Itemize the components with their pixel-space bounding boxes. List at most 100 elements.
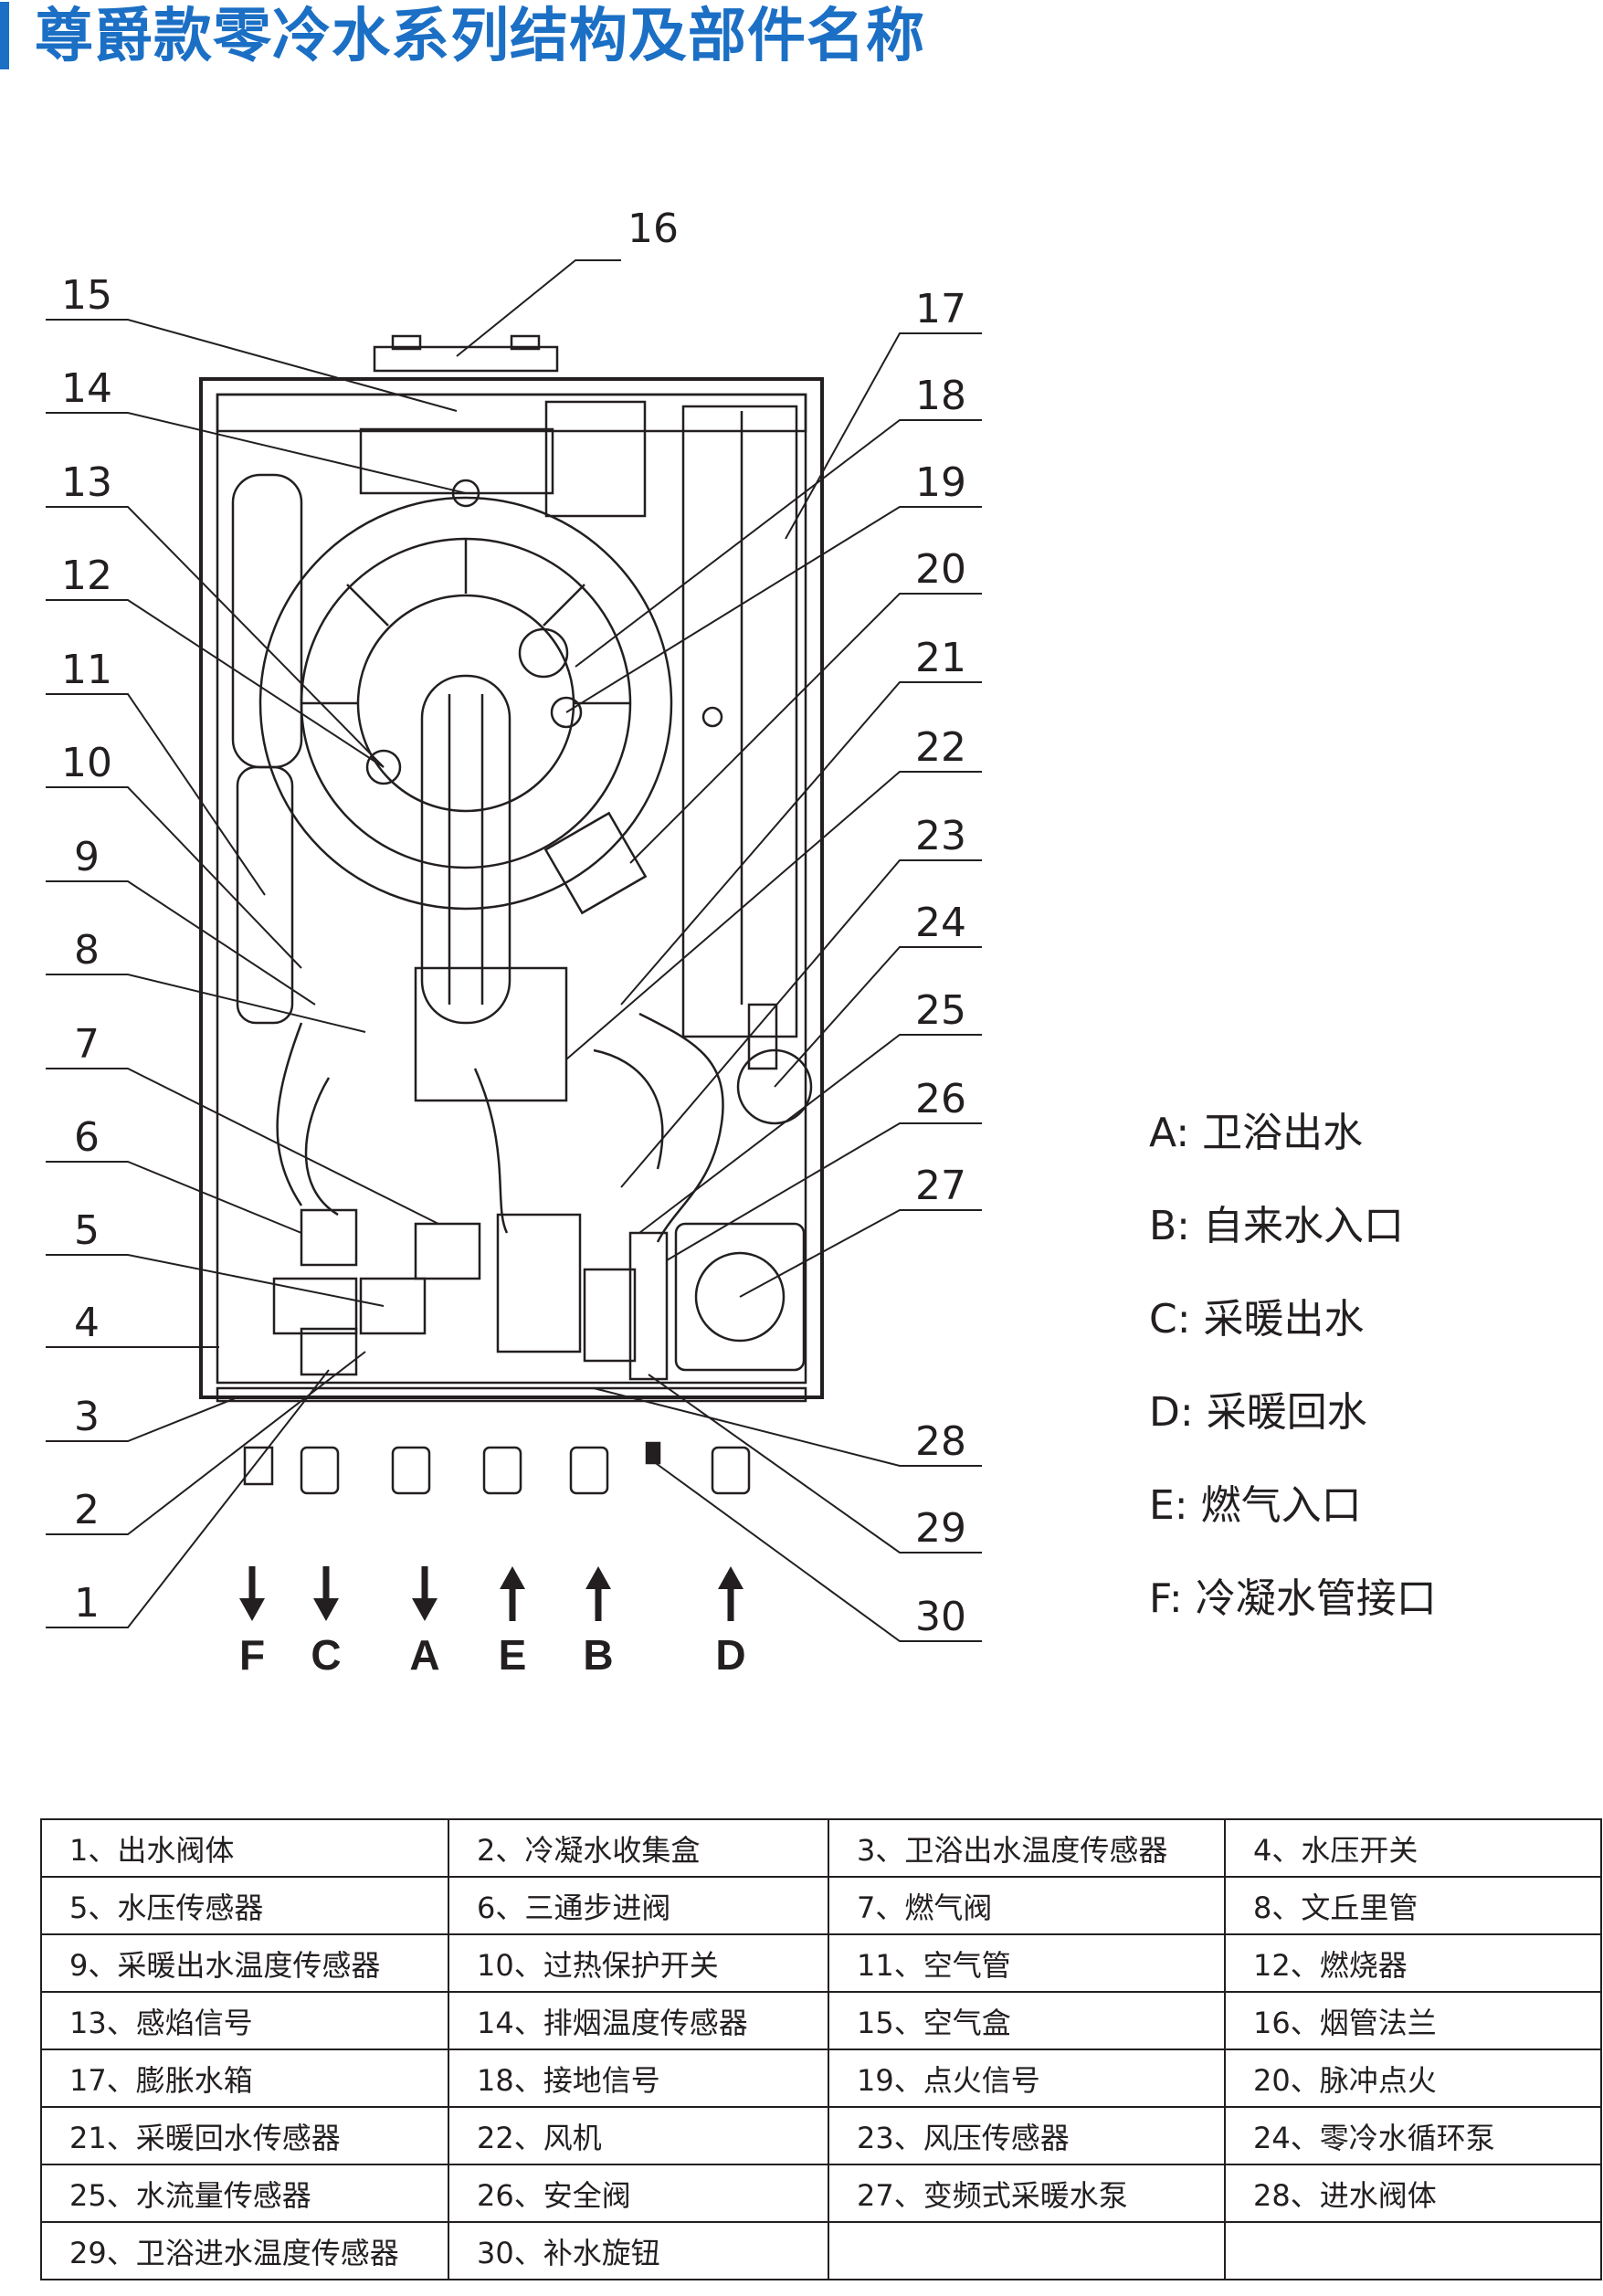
table-cell: 23、风压传感器 bbox=[828, 2106, 1226, 2165]
callout-10: 10 bbox=[61, 740, 112, 786]
heating-pump bbox=[674, 1222, 806, 1372]
flow-letter-b: B bbox=[583, 1631, 613, 1679]
arrow-up-icon bbox=[500, 1566, 525, 1621]
callout-2: 2 bbox=[74, 1487, 100, 1533]
callout-18: 18 bbox=[915, 373, 966, 419]
flow-letter-d: D bbox=[715, 1631, 745, 1679]
table-cell: 5、水压传感器 bbox=[40, 1876, 449, 1935]
table-cell: 27、变频式采暖水泵 bbox=[828, 2164, 1226, 2223]
table-cell: 22、风机 bbox=[448, 2106, 829, 2165]
boiler-casing bbox=[199, 377, 824, 1399]
expansion-tank bbox=[681, 405, 798, 1038]
callout-leaders bbox=[46, 259, 982, 1642]
legend-item-a: A: 卫浴出水 bbox=[1149, 1110, 1364, 1156]
callout-27: 27 bbox=[915, 1163, 966, 1209]
callout-24: 24 bbox=[915, 900, 966, 946]
flue-flange bbox=[373, 345, 559, 373]
table-cell: 6、三通步进阀 bbox=[448, 1876, 829, 1935]
callout-4: 4 bbox=[74, 1300, 100, 1346]
callout-9: 9 bbox=[74, 834, 100, 880]
callout-14: 14 bbox=[61, 365, 112, 412]
arrow-up-icon bbox=[718, 1566, 743, 1621]
callout-26: 26 bbox=[915, 1076, 966, 1122]
callout-12: 12 bbox=[61, 553, 112, 599]
arrow-down-icon bbox=[412, 1566, 438, 1621]
flow-letter-c: C bbox=[311, 1631, 341, 1679]
flow-arrows bbox=[239, 1566, 743, 1621]
left-callouts: 15 14 13 12 11 10 9 8 7 6 5 4 3 2 1 bbox=[61, 272, 112, 1627]
callout-5: 5 bbox=[74, 1207, 100, 1254]
table-cell: 20、脉冲点火 bbox=[1224, 2048, 1602, 2108]
callout-23: 23 bbox=[915, 813, 966, 859]
parts-table: 1、出水阀体 2、冷凝水收集盒 3、卫浴出水温度传感器 4、水压开关 5、水压传… bbox=[40, 1818, 1602, 2280]
boiler-drawing bbox=[199, 334, 824, 1495]
callout-13: 13 bbox=[61, 459, 112, 506]
table-cell: 25、水流量传感器 bbox=[40, 2164, 449, 2223]
legend-item-d: D: 采暖回水 bbox=[1149, 1389, 1367, 1436]
callout-17: 17 bbox=[915, 286, 966, 332]
legend-item-e: E: 燃气入口 bbox=[1149, 1482, 1362, 1529]
callout-19: 19 bbox=[915, 459, 966, 506]
table-cell: 16、烟管法兰 bbox=[1224, 1991, 1602, 2050]
table-cell: 14、排烟温度传感器 bbox=[448, 1991, 829, 2050]
right-callouts: 17 18 19 20 21 22 23 24 25 26 27 28 29 3… bbox=[915, 286, 966, 1640]
table-cell: 29、卫浴进水温度传感器 bbox=[40, 2221, 449, 2280]
table-row: 21、采暖回水传感器 22、风机 23、风压传感器 24、零冷水循环泵 bbox=[40, 2106, 1602, 2165]
fan bbox=[414, 966, 568, 1102]
boiler-structure-diagram: 15 14 13 12 11 10 9 8 7 6 5 4 3 2 1 16 1… bbox=[46, 205, 982, 1679]
table-cell: 15、空气盒 bbox=[828, 1991, 1226, 2050]
callout-1: 1 bbox=[74, 1580, 100, 1627]
table-cell: 28、进水阀体 bbox=[1224, 2164, 1602, 2223]
flow-letter-f: F bbox=[239, 1631, 265, 1679]
callout-15: 15 bbox=[61, 272, 112, 319]
table-cell: 17、膨胀水箱 bbox=[40, 2048, 449, 2108]
callout-16: 16 bbox=[627, 205, 679, 252]
table-cell: 8、文丘里管 bbox=[1224, 1876, 1602, 1935]
arrow-up-icon bbox=[585, 1566, 611, 1621]
callout-25: 25 bbox=[915, 987, 966, 1034]
table-cell: 21、采暖回水传感器 bbox=[40, 2106, 449, 2165]
table-cell: 1、出水阀体 bbox=[40, 1818, 449, 1878]
table-cell: 19、点火信号 bbox=[828, 2048, 1226, 2108]
callout-8: 8 bbox=[74, 927, 100, 974]
page-title: 尊爵款零冷水系列结构及部件名称 bbox=[35, 3, 925, 70]
callout-7: 7 bbox=[74, 1021, 100, 1068]
table-cell: 24、零冷水循环泵 bbox=[1224, 2106, 1602, 2165]
burner bbox=[420, 674, 511, 1025]
table-cell: 13、感焰信号 bbox=[40, 1991, 449, 2050]
flow-letter-e: E bbox=[499, 1631, 527, 1679]
legend-item-b: B: 自来水入口 bbox=[1149, 1203, 1404, 1249]
flow-letter-a: A bbox=[409, 1631, 439, 1679]
table-row: 9、采暖出水温度传感器 10、过热保护开关 11、空气管 12、燃烧器 bbox=[40, 1933, 1602, 1993]
table-cell: 4、水压开关 bbox=[1224, 1818, 1602, 1878]
heat-exchanger bbox=[258, 496, 673, 911]
table-cell: 12、燃烧器 bbox=[1224, 1933, 1602, 1993]
connection-legend: A: 卫浴出水 B: 自来水入口 C: 采暖出水 D: 采暖回水 E: 燃气入口… bbox=[1149, 1087, 1437, 1646]
table-cell: 26、安全阀 bbox=[448, 2164, 829, 2223]
arrow-down-icon bbox=[239, 1566, 265, 1621]
callout-30: 30 bbox=[915, 1594, 966, 1640]
table-cell: 10、过热保护开关 bbox=[448, 1933, 829, 1993]
title-accent-bar bbox=[0, 2, 9, 69]
table-cell bbox=[828, 2221, 1226, 2280]
legend-item-c: C: 采暖出水 bbox=[1149, 1296, 1365, 1343]
table-row: 29、卫浴进水温度传感器 30、补水旋钮 bbox=[40, 2221, 1602, 2280]
callout-29: 29 bbox=[915, 1505, 966, 1552]
callout-11: 11 bbox=[61, 647, 112, 693]
table-row: 1、出水阀体 2、冷凝水收集盒 3、卫浴出水温度传感器 4、水压开关 bbox=[40, 1818, 1602, 1878]
air-box bbox=[359, 427, 554, 495]
callout-21: 21 bbox=[915, 635, 966, 681]
table-row: 25、水流量传感器 26、安全阀 27、变频式采暖水泵 28、进水阀体 bbox=[40, 2164, 1602, 2223]
table-cell: 7、燃气阀 bbox=[828, 1876, 1226, 1935]
callout-3: 3 bbox=[74, 1394, 100, 1440]
flow-letters: F C A E B D bbox=[239, 1631, 746, 1679]
table-cell bbox=[1224, 2221, 1602, 2280]
table-cell: 30、补水旋钮 bbox=[448, 2221, 829, 2280]
table-row: 5、水压传感器 6、三通步进阀 7、燃气阀 8、文丘里管 bbox=[40, 1876, 1602, 1935]
table-cell: 3、卫浴出水温度传感器 bbox=[828, 1818, 1226, 1878]
callout-28: 28 bbox=[915, 1418, 966, 1465]
table-row: 17、膨胀水箱 18、接地信号 19、点火信号 20、脉冲点火 bbox=[40, 2048, 1602, 2108]
table-cell: 2、冷凝水收集盒 bbox=[448, 1818, 829, 1878]
table-cell: 11、空气管 bbox=[828, 1933, 1226, 1993]
table-row: 13、感焰信号 14、排烟温度传感器 15、空气盒 16、烟管法兰 bbox=[40, 1991, 1602, 2050]
